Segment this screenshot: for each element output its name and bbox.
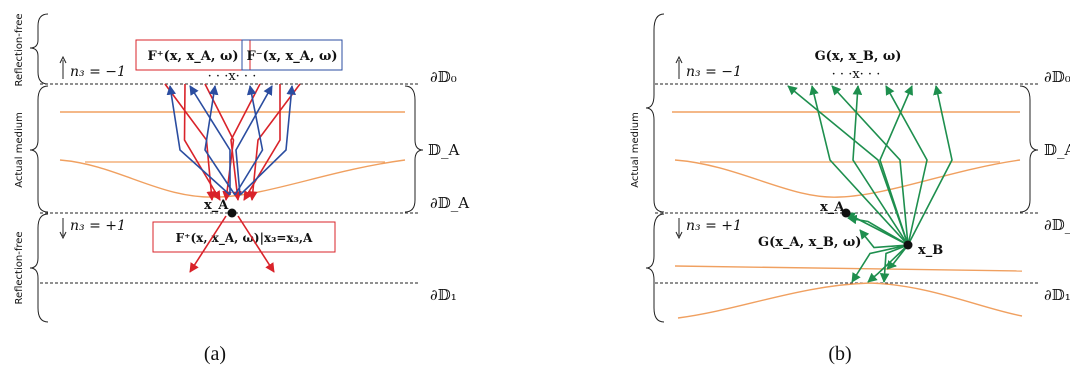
point-xa-b (841, 208, 851, 218)
label-da-boundary-a: ∂𝔻_A (430, 194, 469, 212)
label-d1-b: ∂𝔻₁ (1044, 286, 1070, 304)
green-ray-b (831, 85, 909, 246)
brace-top-a (29, 13, 49, 85)
blue-ray-a (204, 85, 236, 196)
rays-a (164, 83, 301, 273)
blue-ray-a (189, 85, 231, 195)
side-label-mid-b: Actual medium (630, 112, 641, 188)
caption-a: (a) (204, 343, 226, 365)
brace-right-a (404, 85, 424, 213)
n3-top-label-a: n₃ = −1 (70, 64, 126, 80)
red-ray-a (248, 83, 301, 201)
green-ray-b (809, 85, 909, 246)
green-ray-lower-b (867, 244, 909, 283)
green-top-label: G(x, x_B, ω) (815, 49, 902, 64)
layer-4-b (674, 265, 1023, 272)
blue-ray-a (234, 85, 264, 196)
green-ray-lower-b (859, 229, 909, 249)
red-ray-below-a (237, 215, 275, 273)
label-d0-b: ∂𝔻₀ (1044, 68, 1070, 86)
n3-top-label-b: n₃ = −1 (686, 64, 742, 80)
dots-x-a: · · ·x· · · (208, 69, 257, 84)
green-ray-b (879, 85, 913, 246)
green-ray-b (885, 85, 928, 246)
red-ray-a (183, 83, 221, 201)
label-da-boundary-b: ∂𝔻_A (1044, 216, 1070, 234)
brace-bot-a (29, 213, 49, 323)
box-fminus-top (241, 39, 343, 71)
brace-mid-a (29, 85, 49, 213)
n3-bottom-label-a: n₃ = +1 (70, 218, 126, 234)
box-fplus-bottom (152, 221, 336, 253)
brace-bot-b (645, 213, 665, 323)
side-label-bot-a: Reflection-free (14, 231, 25, 304)
side-label-mid-a: Actual medium (14, 112, 25, 188)
brace-left-b (645, 13, 665, 213)
green-ray-to-xa (845, 212, 909, 246)
side-label-top-a: Reflection-free (14, 13, 25, 86)
label-da-region-b: 𝔻_A (1044, 141, 1070, 159)
red-ray-a (230, 83, 261, 201)
red-ray-a (243, 84, 281, 201)
point-xa-label-b: x_A (820, 200, 845, 215)
green-ray-b (907, 85, 953, 246)
box-fminus-top-label: F⁻(x, x_A, ω) (247, 49, 338, 64)
green-ray-lower-b (886, 244, 909, 270)
rays-b (787, 85, 953, 283)
label-d1-a: ∂𝔻₁ (430, 286, 457, 304)
point-xa-label-a: x_A (204, 198, 229, 213)
green-ray-b (852, 85, 909, 246)
point-xa-a (227, 208, 237, 218)
blue-ray-a (239, 85, 296, 196)
panel-a: Reflection-free Actual medium Reflection… (14, 13, 469, 365)
layer-2-b (674, 159, 1021, 198)
box-fplus-top-label: F⁺(x, x_A, ω) (148, 49, 239, 64)
green-ray-lower-b (851, 244, 909, 283)
red-ray-a (204, 83, 235, 201)
label-d0-a: ∂𝔻₀ (430, 68, 457, 86)
point-xb-label-b: x_B (918, 243, 943, 258)
caption-b: (b) (828, 343, 851, 365)
point-xb-b (903, 240, 913, 250)
blue-ray-a (166, 85, 231, 196)
label-da-region-a: 𝔻_A (428, 141, 460, 159)
red-ray-below-a (189, 215, 227, 273)
dots-x-b: · · ·x· · · (832, 67, 881, 82)
green-ray-b (787, 85, 909, 246)
green-mid-label: G(x_A, x_B, ω) (758, 235, 861, 250)
layer-5-b (677, 282, 1023, 319)
box-fplus-bottom-label: F⁺(x, x_A, ω)|x₃=x₃,A (176, 231, 313, 246)
panel-b: Actual medium n₃ = −1 n₃ = +1 G(x, x_B, … (630, 13, 1070, 365)
blue-ray-a (235, 85, 273, 196)
n3-bottom-label-b: n₃ = +1 (686, 218, 742, 234)
box-fplus-top (135, 39, 251, 71)
green-ray-lower-b (879, 244, 909, 283)
brace-right-b (1019, 85, 1039, 213)
